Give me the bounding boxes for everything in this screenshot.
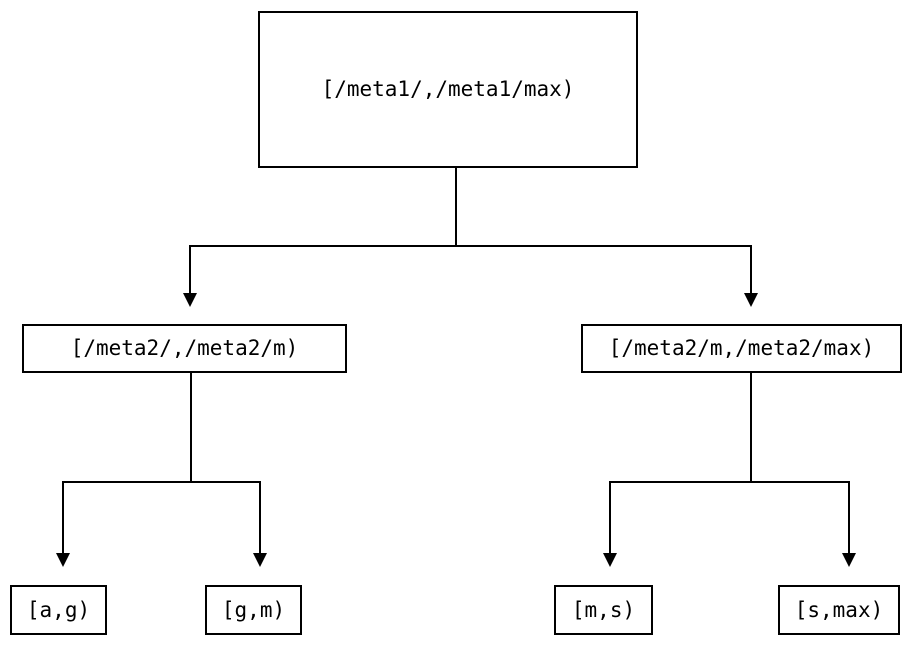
edge-l2-right-bus bbox=[609, 481, 850, 483]
tree-node-meta2-right[interactable]: [/meta2/m,/meta2/max) bbox=[581, 324, 902, 373]
arrowhead-l2-left-to-leaf-gm bbox=[253, 553, 267, 567]
edge-l2-left-bus bbox=[62, 481, 261, 483]
arrowhead-l2-left-to-leaf-ag bbox=[56, 553, 70, 567]
edge-root-to-l2-right bbox=[750, 245, 752, 293]
tree-node-leaf-s-max-label: [s,max) bbox=[794, 597, 884, 622]
tree-node-leaf-s-max[interactable]: [s,max) bbox=[778, 585, 900, 635]
tree-node-leaf-m-s[interactable]: [m,s) bbox=[554, 585, 653, 635]
edge-root-stem bbox=[455, 168, 457, 247]
edge-l2-left-to-leaf-gm bbox=[259, 481, 261, 553]
arrowhead-root-to-l2-right bbox=[744, 293, 758, 307]
arrowhead-root-to-l2-left bbox=[183, 293, 197, 307]
tree-node-leaf-g-m[interactable]: [g,m) bbox=[205, 585, 302, 635]
tree-node-leaf-a-g-label: [a,g) bbox=[26, 597, 91, 622]
tree-node-meta2-right-label: [/meta2/m,/meta2/max) bbox=[608, 336, 875, 360]
edge-l2-left-stem bbox=[190, 373, 192, 481]
arrowhead-l2-right-to-leaf-smax bbox=[842, 553, 856, 567]
tree-node-meta2-left-label: [/meta2/,/meta2/m) bbox=[70, 336, 299, 360]
arrowhead-l2-right-to-leaf-ms bbox=[603, 553, 617, 567]
edge-l2-right-to-leaf-ms bbox=[609, 481, 611, 553]
edge-l2-right-stem bbox=[750, 373, 752, 481]
tree-node-root[interactable]: [/meta1/,/meta1/max) bbox=[258, 11, 638, 168]
edge-root-to-l2-left bbox=[189, 245, 191, 293]
tree-node-meta2-left[interactable]: [/meta2/,/meta2/m) bbox=[22, 324, 347, 373]
tree-node-leaf-a-g[interactable]: [a,g) bbox=[10, 585, 107, 635]
edge-l2-right-to-leaf-smax bbox=[848, 481, 850, 553]
edge-l2-left-to-leaf-ag bbox=[62, 481, 64, 553]
edge-level1-bus bbox=[189, 245, 752, 247]
tree-node-root-label: [/meta1/,/meta1/max) bbox=[321, 77, 575, 101]
tree-node-leaf-g-m-label: [g,m) bbox=[221, 597, 286, 622]
tree-node-leaf-m-s-label: [m,s) bbox=[571, 597, 636, 622]
